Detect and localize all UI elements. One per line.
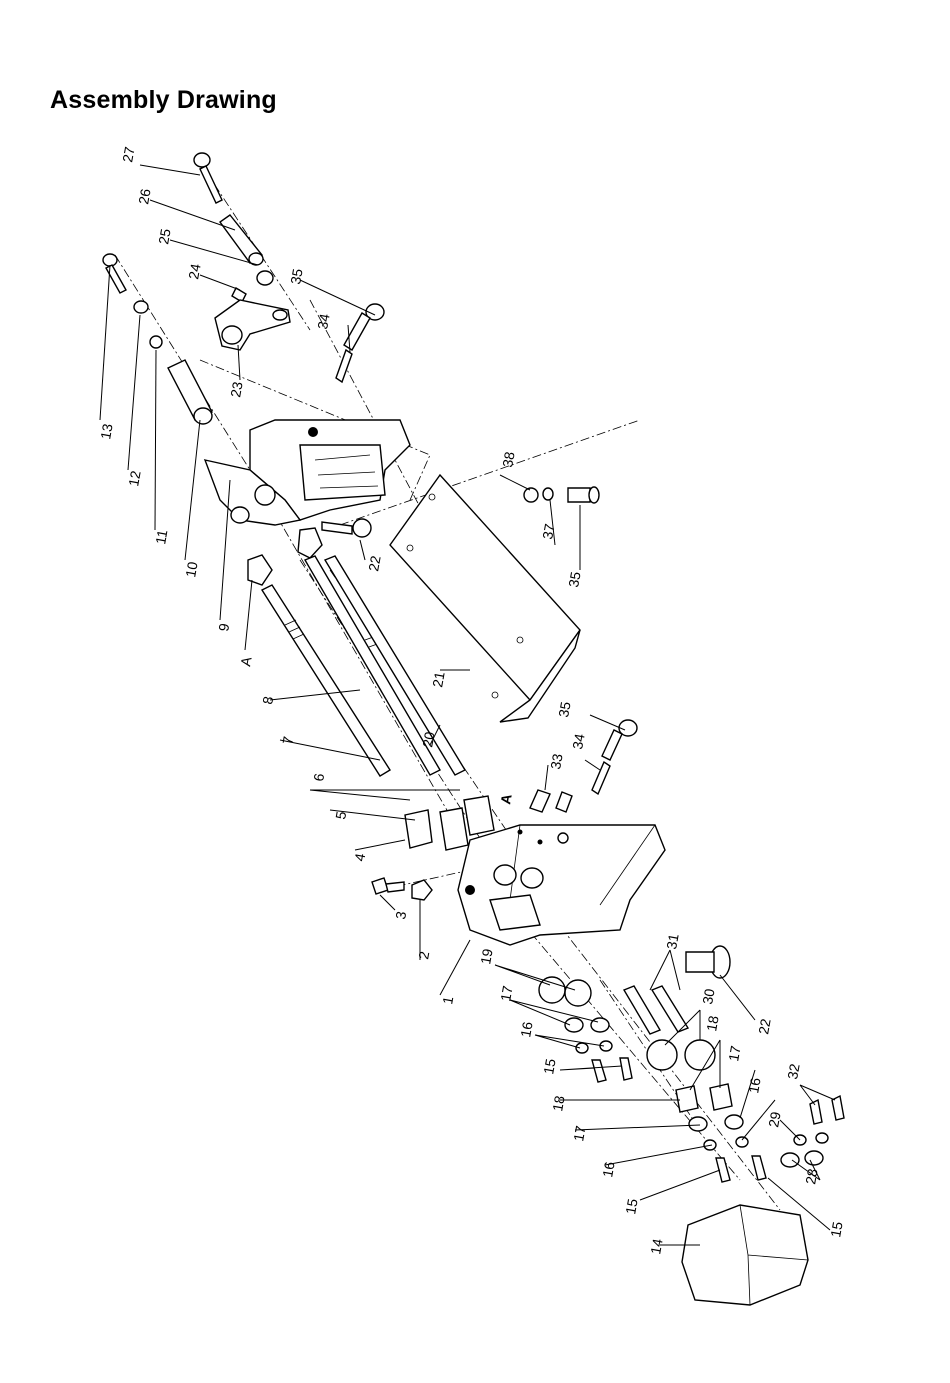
leader-lines [100, 165, 835, 1245]
callout: 31 [663, 932, 681, 950]
callout: 6 [310, 772, 327, 783]
callout: 28 [802, 1167, 820, 1185]
part-2-nut [412, 880, 432, 900]
part-31-pins [624, 986, 688, 1034]
callout: 26 [135, 187, 153, 205]
callout: 10 [182, 560, 200, 578]
callout: 34 [314, 312, 332, 330]
part-1-gearbox-housing [458, 825, 665, 945]
center-lines [115, 170, 780, 1210]
callout: 24 [185, 262, 203, 280]
callout: 12 [125, 469, 143, 487]
part-13-bolt [103, 254, 126, 293]
callout: 29 [765, 1110, 783, 1128]
callout: 23 [227, 380, 245, 398]
callout: 9 [215, 622, 232, 633]
callout: 16 [599, 1160, 617, 1178]
callout: 8 [259, 695, 276, 706]
callout: 3 [392, 910, 409, 921]
callout: A [237, 655, 254, 668]
part-23-lever [215, 300, 290, 350]
callout: 16 [745, 1076, 763, 1094]
part-15-bolts-row1 [592, 1058, 632, 1082]
callout-labels: 27 26 25 24 23 35 34 13 12 11 10 9 A 8 7… [97, 145, 845, 1255]
callout: 13 [97, 422, 115, 440]
part-32-29-28-fasteners [781, 1096, 844, 1167]
callout: 4 [351, 852, 368, 863]
part-14-box [682, 1205, 808, 1305]
callout: A [497, 793, 515, 806]
callout: 15 [622, 1197, 640, 1215]
callout: 37 [539, 522, 557, 540]
part-11-washer [150, 336, 162, 348]
callout: 22 [365, 554, 383, 572]
callout: 38 [499, 450, 517, 468]
callout: 25 [155, 227, 173, 245]
callout: 2 [415, 950, 432, 961]
part-4-nut-right [298, 528, 322, 558]
part-17-16-nuts-row1 [565, 1018, 612, 1053]
callout: 1 [439, 995, 456, 1006]
callout: 30 [699, 987, 717, 1005]
callout: 5 [332, 810, 349, 821]
part-38-37-35-fasteners [524, 487, 599, 503]
part-22-bolt [322, 519, 371, 537]
callout: 15 [827, 1220, 845, 1238]
callout: 17 [725, 1044, 743, 1062]
part-10-bushing [168, 360, 212, 424]
callout: 22 [755, 1017, 773, 1035]
callout: 34 [569, 732, 587, 750]
callout: 20 [419, 730, 437, 748]
callout: 35 [555, 700, 573, 718]
callout: 17 [497, 984, 515, 1002]
callout: 33 [547, 752, 565, 770]
part-26-sleeve [220, 215, 263, 265]
callout: 15 [540, 1057, 558, 1075]
callout: 32 [784, 1062, 802, 1080]
callout: 35 [287, 267, 305, 285]
part-35-screw-top [336, 304, 384, 382]
part-27-pin [194, 153, 222, 203]
callout: 21 [429, 670, 447, 688]
callout: 18 [703, 1014, 721, 1032]
callout: 35 [565, 570, 583, 588]
part-22-bolt-lower [686, 946, 730, 978]
part-25-ring [257, 271, 273, 285]
callout: 27 [119, 145, 137, 163]
callout: 16 [517, 1020, 535, 1038]
callout: 14 [647, 1237, 665, 1255]
part-9-housing [205, 420, 410, 525]
part-35-34-screw-mid [592, 720, 637, 794]
callout: 11 [152, 528, 170, 545]
callout: 18 [549, 1094, 567, 1112]
callout: 19 [477, 947, 495, 965]
part-12-washer [134, 301, 148, 313]
callout: 17 [570, 1124, 588, 1142]
part-18-bushings [676, 1084, 732, 1112]
part-3-bolt [372, 878, 404, 894]
callout: 7 [279, 735, 296, 746]
part-33-springs [530, 790, 572, 812]
